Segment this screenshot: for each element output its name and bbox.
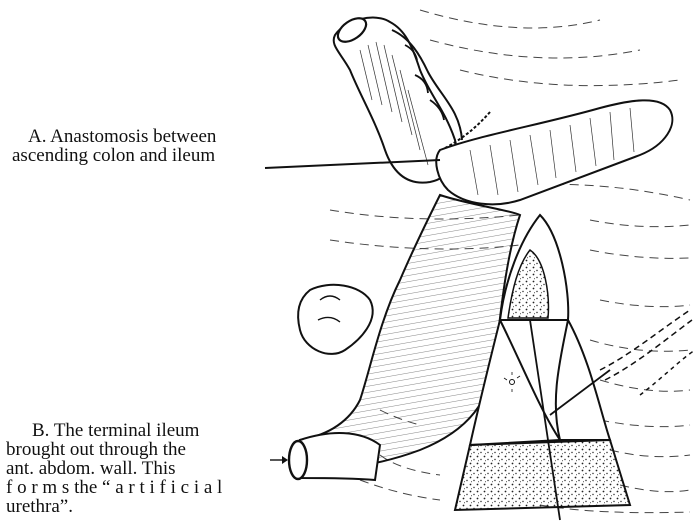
annotation-b-line4: f o r m s the “ a r t i f i c i a l <box>6 478 222 497</box>
annotation-b-line1: B. The terminal ileum <box>6 421 222 440</box>
annotation-b-line3: ant. abdom. wall. This <box>6 459 222 478</box>
ureter <box>600 310 695 395</box>
ileum-loop <box>436 100 672 204</box>
annotation-a-line2: ascending colon and ileum <box>12 146 216 165</box>
annotation-a: A. Anastomosis between ascending colon a… <box>12 127 216 165</box>
annotation-a-line1: A. Anastomosis between <box>12 127 216 146</box>
annotation-b-line2: brought out through the <box>6 440 222 459</box>
leader-arrow-b <box>282 456 288 464</box>
annotation-b-line5: urethra”. <box>6 497 222 516</box>
annotation-b: B. The terminal ileum brought out throug… <box>6 421 222 516</box>
